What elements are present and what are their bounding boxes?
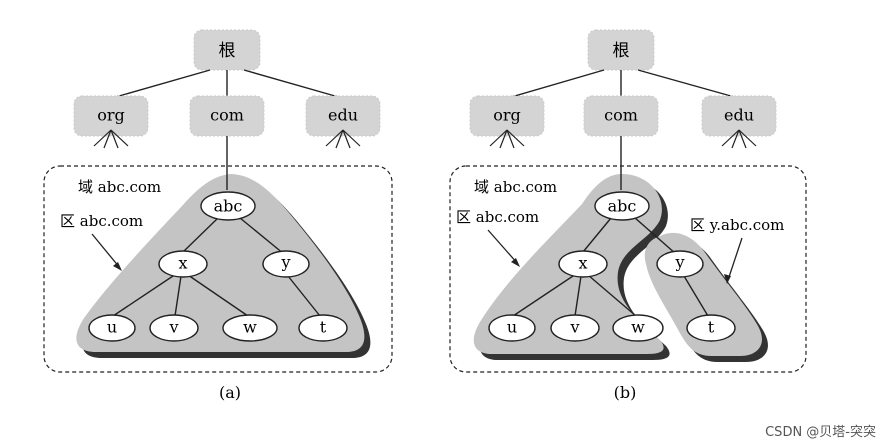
- zone-pointer-arrow-a: [113, 262, 122, 271]
- node-x-label-a: x: [178, 254, 187, 273]
- node-y-label-b: y: [674, 253, 684, 272]
- node-u-b: [488, 314, 536, 342]
- node-v-label-a: v: [168, 318, 178, 337]
- tld-com-label-b: com: [604, 106, 638, 125]
- domain-label-a: 域 abc.com: [78, 178, 161, 196]
- root-box-b: [587, 29, 655, 71]
- zone2-pointer-b: [727, 237, 743, 281]
- tld-com-label-a: com: [210, 106, 244, 125]
- fan-org-a: [93, 129, 129, 149]
- node-abc-label-a: abc: [214, 197, 243, 216]
- tld-edu-label-a: edu: [328, 106, 358, 125]
- node-w-label-b: w: [631, 318, 645, 337]
- node-w-label-a: w: [243, 318, 257, 337]
- node-u-label-a: u: [107, 318, 117, 337]
- caption-b: (b): [614, 383, 637, 402]
- node-y-b: [656, 250, 704, 278]
- node-w-a: [222, 314, 278, 342]
- fan-edu-a: [325, 129, 361, 149]
- root-label-b: 根: [613, 41, 630, 61]
- tld-com-box-a: [189, 95, 265, 137]
- tld-org-label-b: org: [493, 106, 521, 125]
- tld-com-box-b: [583, 95, 659, 137]
- node-u-a: [88, 314, 136, 342]
- zone-pointer-arrow-b: [511, 258, 520, 267]
- zone-label-a: 区 abc.com: [60, 212, 143, 230]
- edge-root-org-b: [507, 69, 605, 99]
- node-x-b: [558, 250, 608, 278]
- node-u-label-b: u: [507, 318, 517, 337]
- node-t-a: [298, 314, 348, 342]
- tree-edges-b: [512, 216, 709, 317]
- caption-a: (a): [219, 383, 241, 402]
- zone-label-b: 区 abc.com: [456, 208, 539, 226]
- node-y-label-a: y: [280, 253, 290, 272]
- node-t-label-b: t: [708, 318, 715, 337]
- edge-root-org-a: [111, 69, 211, 99]
- node-t-b: [686, 314, 736, 342]
- fan-org-b: [489, 129, 525, 149]
- node-abc-a: [200, 191, 256, 221]
- tld-edu-box-b: [701, 95, 777, 137]
- edge-root-edu-a: [243, 69, 343, 99]
- node-v-a: [149, 314, 199, 342]
- zone-pointer-a: [91, 233, 121, 269]
- domain-label-b: 域 abc.com: [474, 178, 557, 196]
- node-abc-label-b: abc: [608, 197, 637, 216]
- node-abc-b: [594, 191, 650, 221]
- zone2-pointer-arrow-b: [724, 274, 731, 284]
- domain-box-b: [449, 165, 807, 373]
- watermark: CSDN @贝塔-突突: [765, 424, 876, 440]
- node-x-label-b: x: [578, 254, 587, 273]
- node-v-label-b: v: [569, 318, 579, 337]
- tld-org-box-b: [469, 95, 545, 137]
- node-v-b: [550, 314, 600, 342]
- panel-b: 根 org com edu: [449, 29, 807, 402]
- zone-pointer-b: [487, 229, 519, 265]
- root-box-a: [193, 29, 261, 71]
- fan-edu-b: [721, 129, 757, 149]
- node-w-b: [612, 314, 664, 342]
- node-t-label-a: t: [320, 318, 327, 337]
- tld-edu-box-a: [305, 95, 381, 137]
- edge-root-edu-b: [637, 69, 739, 99]
- zone2-label-b: 区 y.abc.com: [690, 216, 784, 234]
- tld-org-box-a: [73, 95, 149, 137]
- node-x-a: [158, 250, 208, 278]
- node-y-a: [262, 250, 310, 278]
- domain-box-a: [43, 165, 393, 373]
- panel-a: 根 org com edu: [43, 29, 393, 402]
- tree-edges-a: [112, 217, 321, 317]
- tld-org-label-a: org: [97, 106, 125, 125]
- zone-abc-a: [76, 174, 365, 352]
- tld-edu-label-b: edu: [724, 106, 754, 125]
- root-label-a: 根: [219, 41, 236, 61]
